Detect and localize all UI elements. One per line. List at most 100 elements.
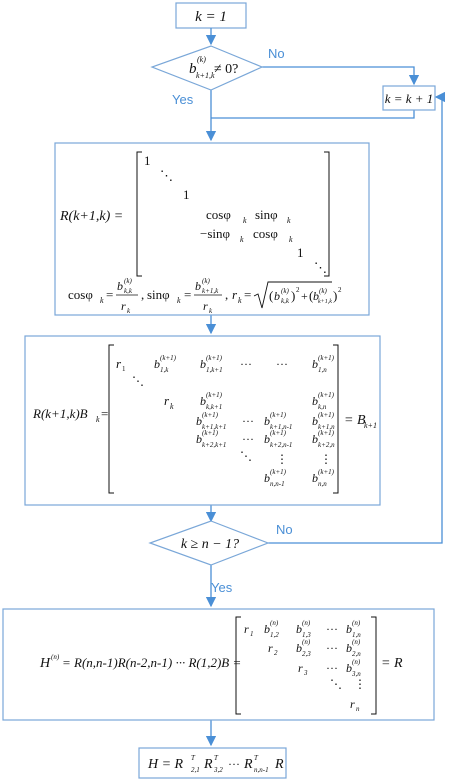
svg-text:⋮: ⋮ — [276, 452, 288, 466]
svg-text:k: k — [127, 307, 131, 315]
svg-text:⋮: ⋮ — [320, 452, 332, 466]
svg-text:b: b — [313, 289, 319, 303]
svg-text:k: k — [243, 216, 247, 225]
svg-text:b: b — [117, 279, 123, 293]
svg-text:2,3: 2,3 — [302, 650, 311, 658]
svg-text:): ) — [333, 288, 337, 303]
svg-text:b: b — [264, 432, 270, 446]
svg-text:r: r — [232, 287, 238, 302]
svg-text:R: R — [274, 757, 284, 772]
svg-text:): ) — [291, 288, 295, 303]
svg-text:r: r — [244, 622, 249, 636]
svg-text:k+1,n-1: k+1,n-1 — [270, 423, 292, 431]
svg-text:b: b — [312, 471, 318, 485]
svg-text:b: b — [346, 641, 352, 655]
decision-nonzero: b (k) k+1,k ≠ 0? — [150, 45, 264, 91]
svg-text:k: k — [209, 307, 213, 315]
svg-text:(k): (k) — [202, 277, 210, 285]
svg-text:(k): (k) — [197, 55, 206, 64]
svg-text:k: k — [238, 296, 242, 305]
svg-text:k: k — [177, 296, 181, 305]
svg-text:k ≥ n − 1?: k ≥ n − 1? — [181, 537, 239, 552]
svg-text:b: b — [312, 414, 318, 428]
svg-text:k+2,n-1: k+2,n-1 — [270, 441, 292, 449]
svg-text:⋱: ⋱ — [160, 168, 173, 183]
svg-text:2: 2 — [274, 649, 278, 657]
svg-text:(n): (n) — [302, 619, 311, 627]
svg-text:b: b — [296, 641, 302, 655]
svg-text:k,k+1: k,k+1 — [206, 403, 222, 411]
svg-text:=: = — [184, 287, 191, 302]
svg-text:k: k — [289, 235, 293, 244]
svg-text:k: k — [100, 296, 104, 305]
svg-text:k = k + 1: k = k + 1 — [385, 91, 434, 106]
svg-text:1,3: 1,3 — [302, 631, 311, 639]
svg-text:(k+1): (k+1) — [318, 391, 335, 399]
svg-text:k,n: k,n — [318, 403, 327, 411]
svg-text:R(k+1,k) =: R(k+1,k) = — [59, 209, 123, 224]
svg-text:···: ··· — [242, 432, 254, 446]
svg-text:1: 1 — [183, 187, 190, 202]
svg-text:(k+1): (k+1) — [318, 429, 335, 437]
svg-text:−sinφ: −sinφ — [200, 226, 230, 241]
svg-text:k: k — [240, 235, 244, 244]
svg-text:r: r — [164, 393, 170, 408]
svg-text:(k): (k) — [124, 277, 132, 285]
svg-text:b: b — [312, 432, 318, 446]
svg-text:1: 1 — [250, 630, 254, 638]
svg-text:T: T — [214, 754, 219, 762]
svg-text:···: ··· — [240, 357, 252, 371]
svg-text:2,1: 2,1 — [191, 766, 200, 774]
svg-text:···: ··· — [228, 757, 240, 771]
svg-text:⋮: ⋮ — [354, 677, 366, 691]
yes-label-1: Yes — [172, 92, 194, 107]
svg-text:(n): (n) — [302, 638, 311, 646]
svg-text:(n): (n) — [352, 638, 361, 646]
svg-text:cosφ: cosφ — [68, 287, 93, 302]
start-box: k = 1 — [175, 2, 247, 29]
svg-text:R: R — [243, 757, 253, 772]
svg-text:b: b — [264, 471, 270, 485]
update-box: R(k+1,k)B k = = B k+1 r 1 b (k+1) 1,k b … — [24, 335, 381, 506]
svg-text:⋱: ⋱ — [314, 260, 327, 275]
svg-text:b: b — [312, 394, 318, 408]
svg-text:n,n-1: n,n-1 — [254, 766, 269, 774]
svg-text:(n): (n) — [352, 619, 361, 627]
svg-text:T: T — [254, 754, 259, 762]
svg-text:1,n: 1,n — [352, 631, 361, 639]
svg-text:b: b — [196, 414, 202, 428]
svg-text:k,k: k,k — [124, 287, 133, 295]
svg-text:k+1,k: k+1,k — [318, 299, 332, 305]
svg-text:k+1,k+1: k+1,k+1 — [202, 423, 226, 431]
svg-text:2: 2 — [296, 286, 300, 294]
svg-text:⋱: ⋱ — [240, 449, 252, 463]
svg-text:(n): (n) — [352, 658, 361, 666]
svg-text:(k): (k) — [281, 287, 289, 295]
svg-text:(k+1): (k+1) — [318, 468, 335, 476]
svg-text:k: k — [96, 415, 100, 424]
svg-text:n,n-1: n,n-1 — [270, 480, 285, 488]
svg-text:r: r — [350, 697, 355, 711]
svg-text:···: ··· — [242, 414, 254, 428]
svg-text:n,n: n,n — [318, 480, 327, 488]
givens-box: R(k+1,k) = 1 ⋱ 1 cosφ k sinφ k −sinφ k c… — [54, 142, 370, 316]
svg-text:= R(n,n-1)R(n-2,n-1) ··· R(1,2: = R(n,n-1)R(n-2,n-1) ··· R(1,2)B = — [62, 655, 241, 670]
svg-text:k+1: k+1 — [364, 421, 377, 430]
svg-text:1: 1 — [297, 245, 304, 260]
svg-text:=: = — [244, 287, 251, 302]
svg-text:1: 1 — [122, 365, 126, 373]
svg-text:b: b — [154, 357, 160, 371]
no-label-1: No — [268, 46, 285, 61]
svg-text:≠ 0?: ≠ 0? — [214, 62, 238, 77]
svg-text:,: , — [141, 287, 144, 302]
decision-stop: k ≥ n − 1? — [148, 520, 270, 566]
result-box: H = R T 2,1 R T 3,2 ··· R T n,n-1 R — [138, 747, 287, 779]
svg-text:,: , — [225, 287, 228, 302]
svg-text:2: 2 — [338, 286, 342, 294]
svg-text:···: ··· — [276, 357, 288, 371]
svg-text:3,2: 3,2 — [213, 766, 223, 774]
svg-text:(k+1): (k+1) — [318, 411, 335, 419]
start-text: k = 1 — [195, 9, 227, 25]
svg-text:= R: = R — [381, 656, 403, 671]
svg-text:+: + — [301, 289, 308, 303]
